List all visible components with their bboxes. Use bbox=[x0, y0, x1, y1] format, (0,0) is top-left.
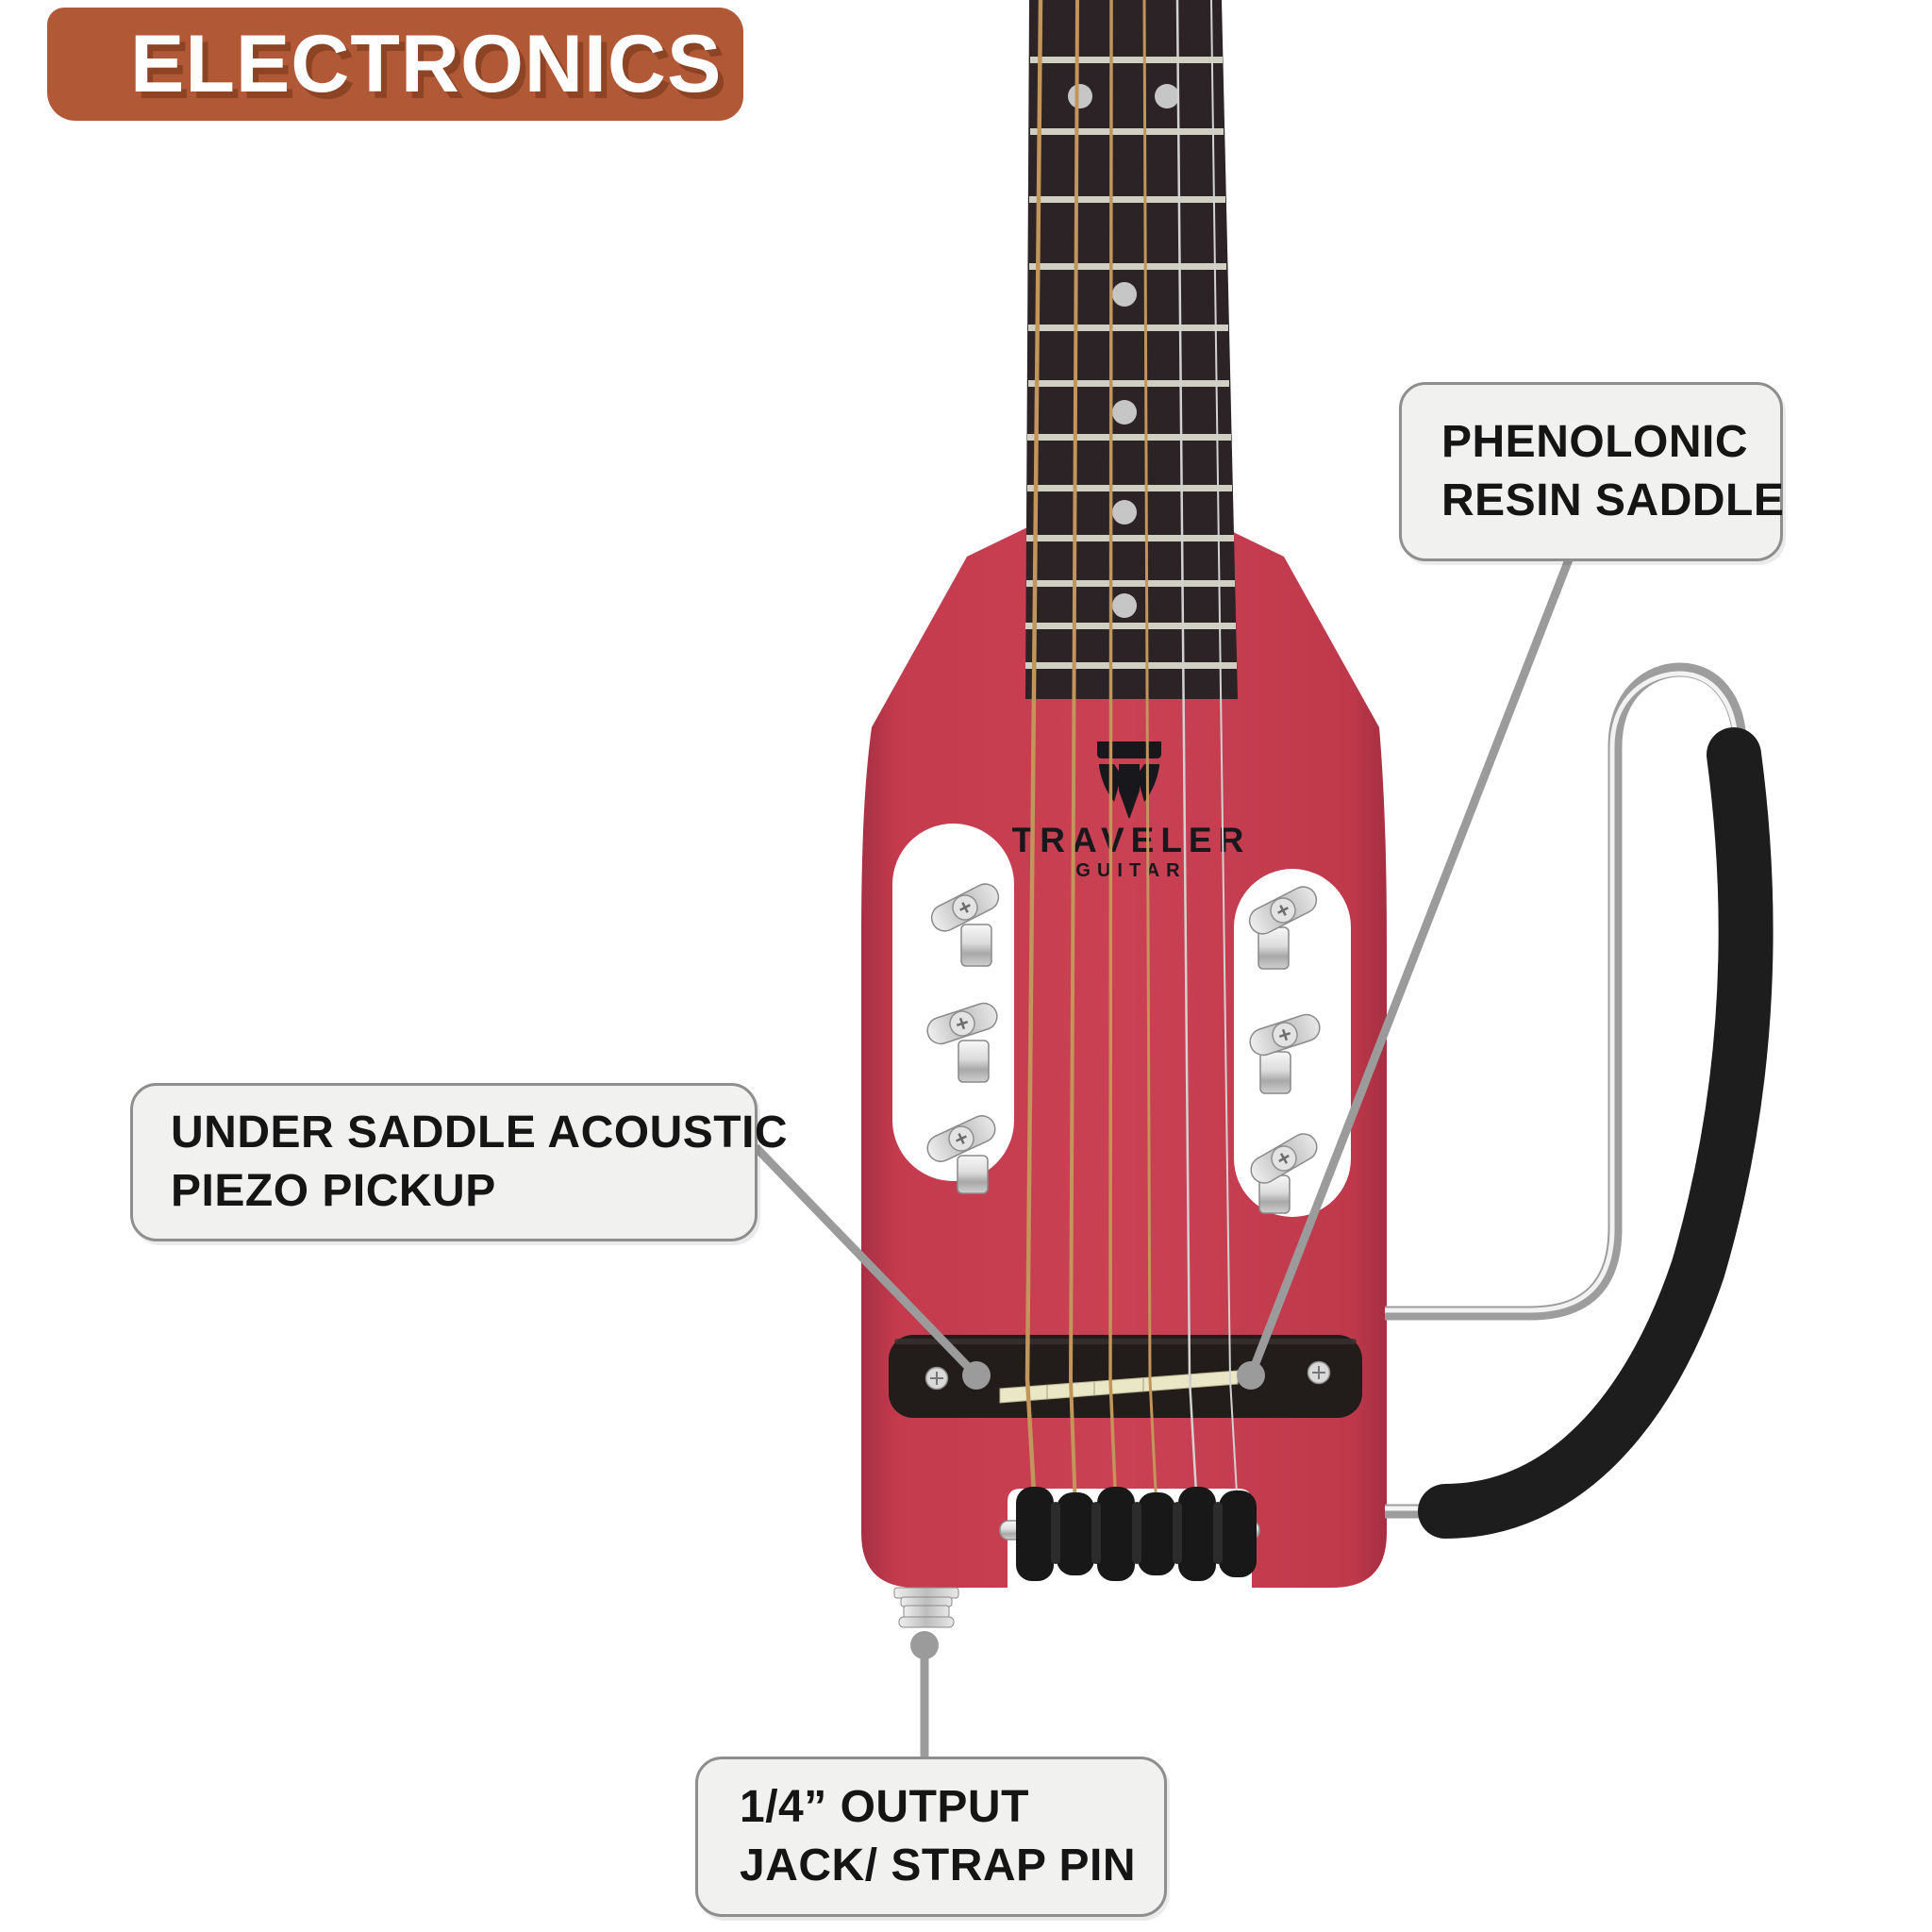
callout-jack: 1/4” OUTPUT JACK/ STRAP PIN bbox=[695, 1757, 1167, 1917]
callout-jack-line1: 1/4” OUTPUT bbox=[740, 1782, 1029, 1832]
connector-saddle-dot bbox=[1237, 1361, 1265, 1390]
tuner-thumbscrew bbox=[1248, 886, 1318, 970]
string-retainer-rollers bbox=[999, 1487, 1260, 1581]
callout-pickup-line2: PIEZO PICKUP bbox=[171, 1166, 496, 1216]
connector-pickup-line bbox=[752, 1143, 980, 1379]
tuner-thumbscrew bbox=[926, 1002, 998, 1083]
brand-name: TRAVELER bbox=[1012, 821, 1251, 859]
lap-rest-arm bbox=[1385, 662, 1774, 1539]
brand-pick-stem bbox=[1119, 764, 1140, 819]
callout-saddle-line2: RESIN SADDLE bbox=[1441, 475, 1785, 525]
tuner-thumbscrew bbox=[1249, 1013, 1321, 1094]
brand-name-sub: GUITAR bbox=[1075, 860, 1186, 881]
lap-rest-foam-sleeve bbox=[1418, 727, 1774, 1539]
fret-marker-dot bbox=[1068, 84, 1092, 108]
bridge-screws bbox=[924, 1360, 1331, 1391]
connector-pickup-dot bbox=[962, 1361, 991, 1390]
fret-marker-dot bbox=[1112, 400, 1137, 425]
tuner-thumbscrew bbox=[1250, 1133, 1318, 1214]
tuners bbox=[926, 883, 1321, 1214]
callout-saddle-line1: PHENOLONIC bbox=[1441, 417, 1749, 467]
bridge bbox=[889, 1335, 1362, 1418]
callout-pickup: UNDER SADDLE ACOUSTIC PIEZO PICKUP bbox=[130, 1083, 789, 1241]
fret-marker-dot bbox=[1112, 282, 1137, 307]
output-jack bbox=[893, 1587, 959, 1628]
fret-marker-dot bbox=[1155, 84, 1179, 108]
fret-marker-dot bbox=[1112, 593, 1137, 618]
connector-saddle-line bbox=[1246, 553, 1575, 1377]
callout-saddle: PHENOLONIC RESIN SADDLE bbox=[1399, 382, 1785, 561]
callout-pickup-line1: UNDER SADDLE ACOUSTIC bbox=[171, 1108, 789, 1158]
connector-jack-dot bbox=[910, 1631, 939, 1659]
brand-logo: TRAVELER GUITAR bbox=[1012, 741, 1251, 881]
tuner-thumbscrew bbox=[926, 1115, 996, 1194]
fret-marker-dots bbox=[1068, 84, 1179, 618]
fret-marker-dot bbox=[1112, 500, 1137, 525]
saddle-strip bbox=[999, 1370, 1239, 1404]
guitar-body bbox=[861, 528, 1387, 1588]
brand-pick-icon bbox=[1097, 741, 1161, 758]
callout-jack-line2: JACK/ STRAP PIN bbox=[740, 1840, 1137, 1890]
electronics-badge-label: ELECTRONICS bbox=[130, 19, 723, 109]
electronics-badge: ELECTRONICS bbox=[47, 8, 743, 121]
strings bbox=[1024, 0, 1239, 1512]
callout-connectors bbox=[752, 553, 1575, 1760]
frets bbox=[1025, 57, 1237, 669]
tuner-thumbscrew bbox=[930, 883, 1000, 967]
fretboard bbox=[1025, 0, 1238, 699]
